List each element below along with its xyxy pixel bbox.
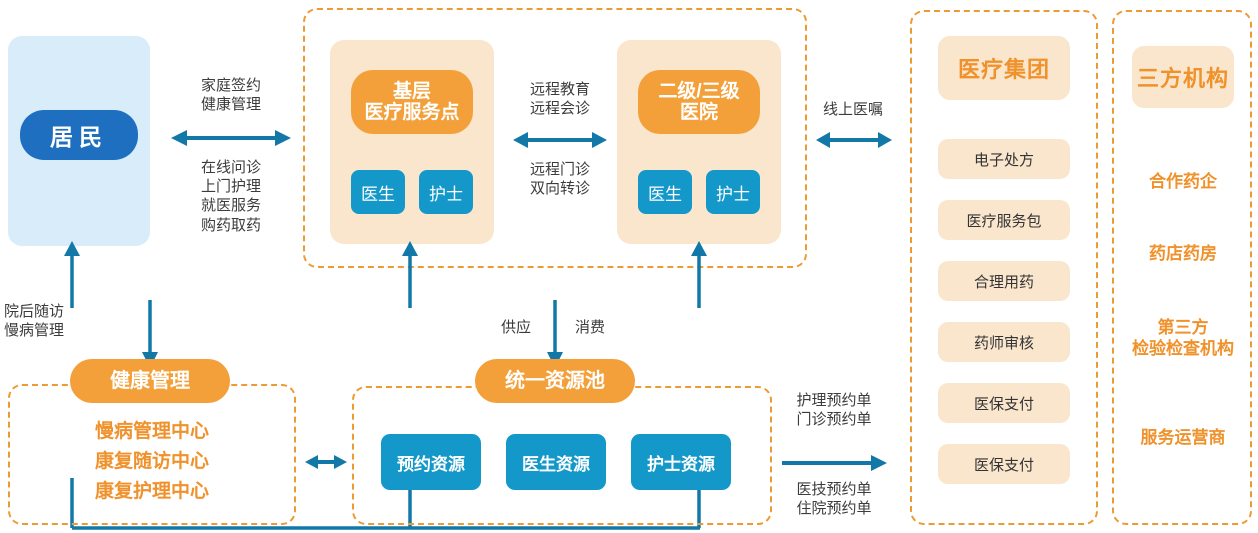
third-party-container (1112, 10, 1252, 525)
health-management-title[interactable]: 健康管理 (70, 359, 230, 403)
medical-group-item[interactable]: 医疗服务包 (938, 200, 1070, 240)
resource-item-nurse[interactable]: 护士资源 (631, 434, 731, 490)
hospital-title[interactable]: 二级/三级 医院 (638, 70, 760, 134)
resource-item-appointment[interactable]: 预约资源 (381, 434, 481, 490)
order-arrow-top-label: 护理预约单 门诊预约单 (796, 392, 872, 429)
primary-care-role-nurse[interactable]: 护士 (419, 170, 473, 214)
order-arrow (782, 455, 887, 471)
followup-label: 院后随访 慢病管理 (4, 303, 65, 340)
arrow-up-to-primary-care (402, 241, 418, 308)
medical-group-item[interactable]: 电子处方 (938, 139, 1070, 179)
resource-item-doctor[interactable]: 医生资源 (506, 434, 606, 490)
medical-group-item[interactable]: 医保支付 (938, 444, 1070, 484)
third-party-item[interactable]: 服务运营商 (1140, 428, 1226, 447)
health-resource-bidirectional-arrow (305, 455, 347, 469)
third-party-item[interactable]: 合作药企 (1149, 172, 1217, 191)
consume-label: 消费 (574, 319, 605, 336)
supply-label: 供应 (500, 319, 531, 336)
third-party-title: 三方机构 (1132, 46, 1234, 108)
medical-group-container (910, 10, 1098, 525)
health-management-item[interactable]: 康复护理中心 (94, 481, 209, 502)
arrow-up-to-hospital (691, 241, 707, 308)
third-party-item[interactable]: 第三方 检验检查机构 (1132, 318, 1234, 358)
medical-group-item[interactable]: 医保支付 (938, 383, 1070, 423)
resource-pool-title[interactable]: 统一资源池 (475, 359, 635, 403)
institutions-container (303, 8, 807, 268)
order-arrow-bottom-label: 医技预约单 住院预约单 (796, 481, 872, 518)
primary-care-role-doctor[interactable]: 医生 (351, 170, 405, 214)
institutions-arrow-top-label: 远程教育 远程会诊 (529, 81, 590, 118)
health-management-item[interactable]: 康复随访中心 (94, 451, 209, 472)
primary-care-title[interactable]: 基层 医疗服务点 (351, 70, 473, 134)
third-party-item[interactable]: 药店药房 (1149, 244, 1217, 263)
health-management-item[interactable]: 慢病管理中心 (94, 421, 209, 442)
resident-arrow-top-label: 家庭签约 健康管理 (200, 77, 261, 114)
hospital-role-nurse[interactable]: 护士 (706, 170, 760, 214)
hospital-role-doctor[interactable]: 医生 (638, 170, 692, 214)
institutions-arrow-bottom-label: 远程门诊 双向转诊 (529, 161, 590, 198)
medical-group-title: 医疗集团 (938, 36, 1070, 100)
medical-group-item[interactable]: 合理用药 (938, 261, 1070, 301)
arrow-up-to-resident (64, 241, 80, 308)
resident-arrow-bottom-label: 在线问诊 上门护理 就医服务 购药取药 (200, 159, 261, 234)
institutions-bidirectional-arrow (513, 132, 607, 148)
medical-group-item[interactable]: 药师审核 (938, 322, 1070, 362)
online-order-arrow (816, 132, 892, 148)
resident-pill[interactable]: 居民 (20, 110, 138, 160)
resident-bidirectional-arrow (171, 130, 291, 146)
online-order-label: 线上医嘱 (822, 101, 883, 118)
